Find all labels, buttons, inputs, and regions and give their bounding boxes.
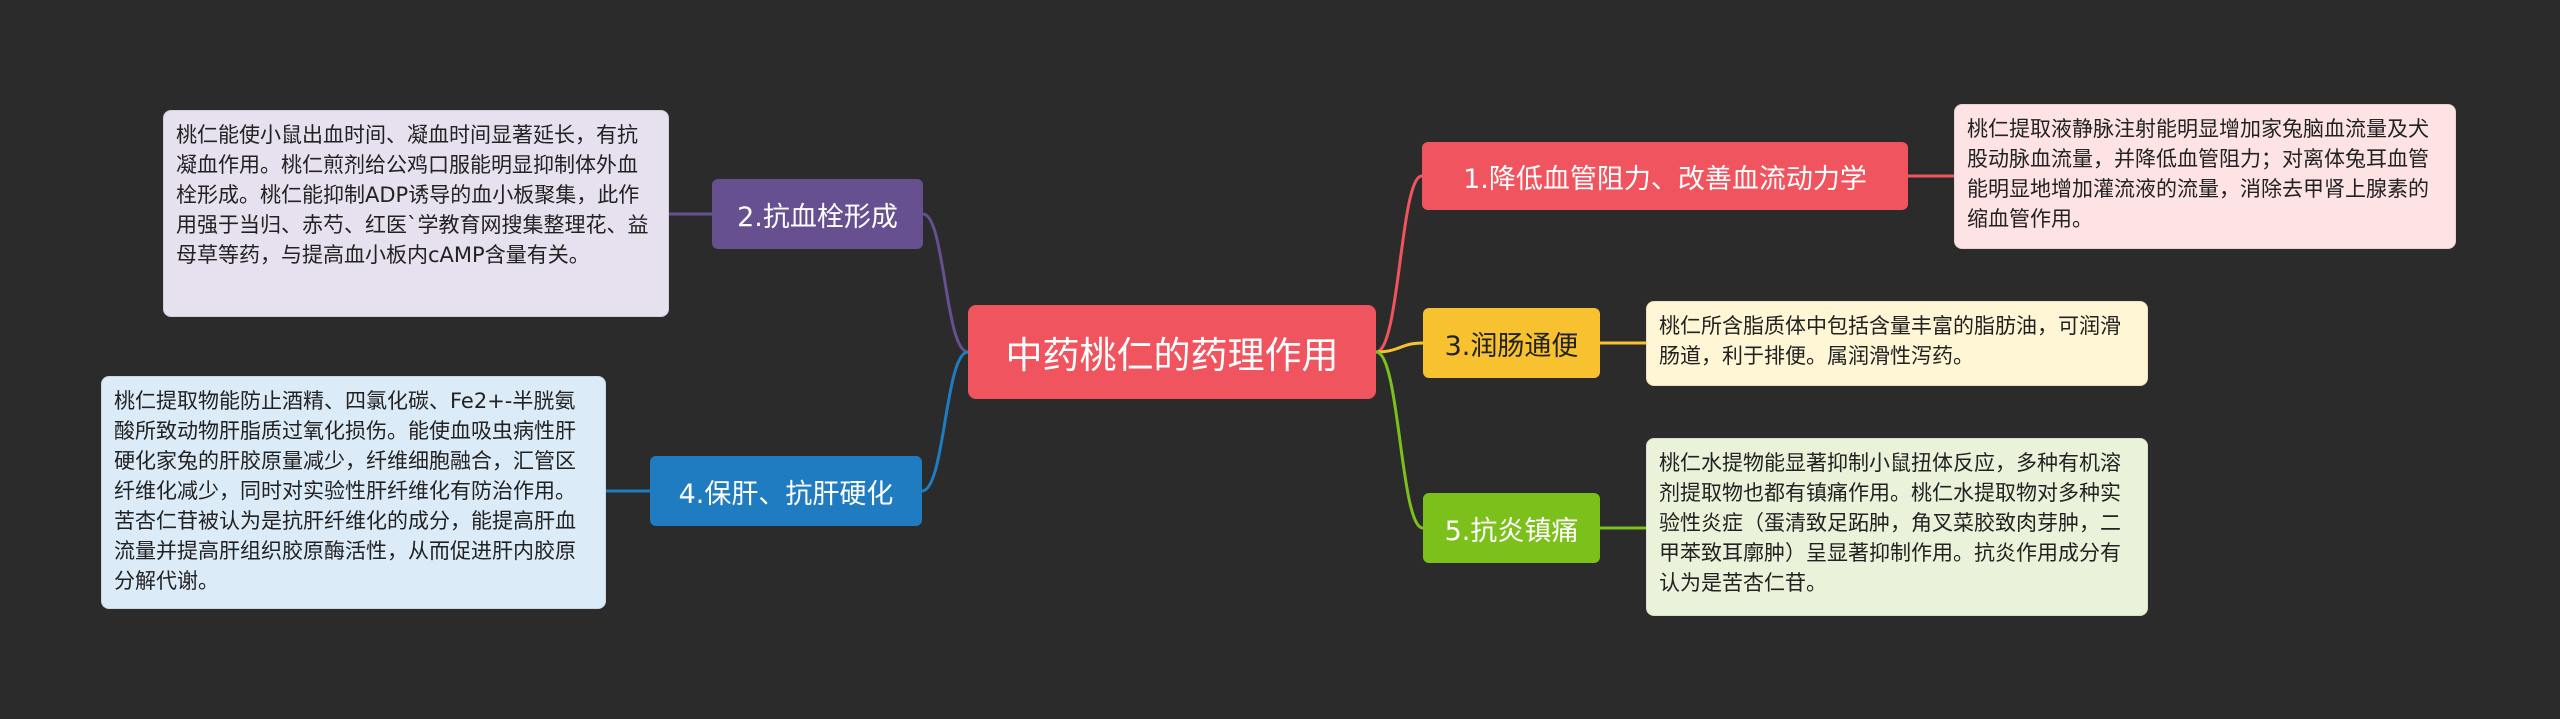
- detail-note-5[interactable]: 桃仁水提物能显著抑制小鼠扭体反应，多种有机溶剂提取物也都有镇痛作用。桃仁水提取物…: [1646, 438, 2148, 616]
- branch-topic-2[interactable]: 2.抗血栓形成: [712, 179, 923, 249]
- detail-note-5-text: 桃仁水提物能显著抑制小鼠扭体反应，多种有机溶剂提取物也都有镇痛作用。桃仁水提取物…: [1659, 451, 2121, 595]
- detail-note-4[interactable]: 桃仁提取物能防止酒精、四氯化碳、Fe2+-半胱氨酸所致动物肝脂质过氧化损伤。能使…: [101, 376, 606, 609]
- root-topic-title: 中药桃仁的药理作用: [1005, 334, 1339, 377]
- branch-topic-2-label: 2.抗血栓形成: [737, 201, 898, 233]
- branch-topic-4[interactable]: 4.保肝、抗肝硬化: [650, 456, 922, 526]
- detail-note-4-text: 桃仁提取物能防止酒精、四氯化碳、Fe2+-半胱氨酸所致动物肝脂质过氧化损伤。能使…: [114, 389, 576, 593]
- link-root-b4: [921, 350, 969, 493]
- branch-topic-1[interactable]: 1.降低血管阻力、改善血流动力学: [1422, 142, 1908, 210]
- branch-topic-3-label: 3.润肠通便: [1444, 330, 1579, 362]
- root-topic[interactable]: 中药桃仁的药理作用: [968, 305, 1376, 399]
- branch-topic-4-label: 4.保肝、抗肝硬化: [678, 478, 894, 510]
- branch-topic-3[interactable]: 3.润肠通便: [1423, 308, 1600, 378]
- detail-note-1[interactable]: 桃仁提取液静脉注射能明显增加家兔脑血流量及犬股动脉血流量，并降低血管阻力；对离体…: [1954, 104, 2456, 249]
- detail-note-2-text: 桃仁能使小鼠出血时间、凝血时间显著延长，有抗凝血作用。桃仁煎剂给公鸡口服能明显抑…: [176, 123, 649, 267]
- branch-topic-1-label: 1.降低血管阻力、改善血流动力学: [1463, 163, 1867, 195]
- link-root-b3: [1375, 341, 1424, 354]
- detail-note-3-text: 桃仁所含脂质体中包括含量丰富的脂肪油，可润滑肠道，利于排便。属润滑性泻药。: [1659, 314, 2121, 368]
- detail-note-2[interactable]: 桃仁能使小鼠出血时间、凝血时间显著延长，有抗凝血作用。桃仁煎剂给公鸡口服能明显抑…: [163, 110, 669, 317]
- link-root-b1: [1375, 174, 1423, 354]
- link-root-b5: [1375, 350, 1424, 530]
- branch-topic-5[interactable]: 5.抗炎镇痛: [1423, 493, 1600, 563]
- detail-note-3[interactable]: 桃仁所含脂质体中包括含量丰富的脂肪油，可润滑肠道，利于排便。属润滑性泻药。: [1646, 301, 2148, 386]
- link-root-b2: [922, 212, 969, 354]
- detail-note-1-text: 桃仁提取液静脉注射能明显增加家兔脑血流量及犬股动脉血流量，并降低血管阻力；对离体…: [1967, 117, 2429, 231]
- branch-topic-5-label: 5.抗炎镇痛: [1444, 515, 1579, 547]
